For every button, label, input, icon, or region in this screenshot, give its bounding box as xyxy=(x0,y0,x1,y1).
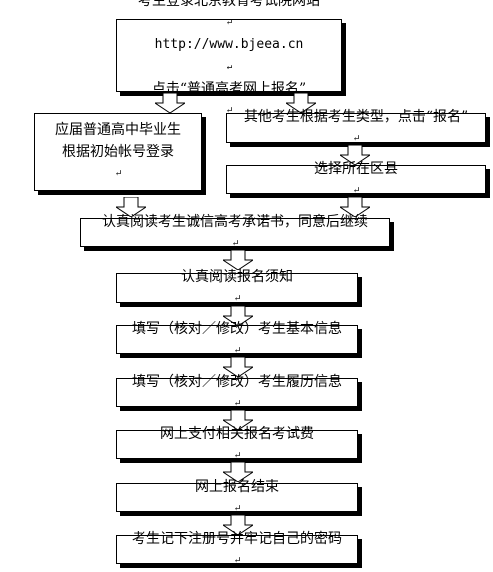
step-select-district-line1: 选择所在区县 xyxy=(314,160,398,177)
step-read-pledge-line1: 认真阅读考生诚信高考承诺书，同意后继续 xyxy=(102,213,368,230)
paragraph-mark: ↵ xyxy=(233,503,242,514)
paragraph-mark: ↵ xyxy=(352,185,361,196)
step-finish: 网上报名结束 ↵ xyxy=(116,479,358,514)
step-login-site-url: http://www.bjeea.cn xyxy=(154,36,304,52)
step-graduate-login: 应届普通高中毕业生 根据初始帐号登录 ↵ xyxy=(34,113,202,191)
step-read-pledge: 认真阅读考生诚信高考承诺书，同意后继续 ↵ xyxy=(80,214,390,249)
step-basic-info: 填写（核对／修改）考生基本信息 ↵ xyxy=(116,321,358,356)
step-resume-info-line1: 填写（核对／修改）考生履历信息 xyxy=(132,373,342,390)
step-read-notice: 认真阅读报名须知 ↵ xyxy=(116,269,358,304)
arrow-down-icon xyxy=(223,250,253,270)
arrow-down-icon xyxy=(223,357,253,377)
step-resume-info: 填写（核对／修改）考生履历信息 ↵ xyxy=(116,374,358,409)
arrow-down-icon xyxy=(286,93,316,113)
arrow-down-icon xyxy=(223,410,253,430)
arrow-down-icon xyxy=(155,93,185,113)
arrow-down-icon xyxy=(340,145,370,165)
paragraph-mark: ↵ xyxy=(231,238,240,249)
step-other-type: 其他考生根据考生类型，点击“报名” ↵ xyxy=(226,109,486,144)
step-read-notice-line1: 认真阅读报名须知 xyxy=(181,269,293,285)
paragraph-mark: ↵ xyxy=(225,17,234,28)
step-login-site-line1: 考生登录北京教育考试院网站 xyxy=(138,0,320,9)
step-basic-info-line1: 填写（核对／修改）考生基本信息 xyxy=(132,320,342,337)
step-select-district: 选择所在区县 ↵ xyxy=(226,161,486,196)
step-login-site-line3: 点击“普通高考网上报名” xyxy=(151,80,307,97)
step-remember-line1: 考生记下注册号并牢记自己的密码 xyxy=(132,530,342,547)
step-graduate-login-line1: 应届普通高中毕业生 xyxy=(55,122,181,138)
paragraph-mark: ↵ xyxy=(233,398,242,409)
paragraph-mark: ↵ xyxy=(225,105,234,116)
paragraph-mark: ↵ xyxy=(233,345,242,356)
arrow-down-icon xyxy=(116,197,146,217)
paragraph-mark: ↵ xyxy=(233,294,242,304)
step-remember: 考生记下注册号并牢记自己的密码 ↵ xyxy=(116,531,358,566)
arrow-down-icon xyxy=(223,306,253,326)
arrow-down-icon xyxy=(340,197,370,217)
step-graduate-login-line2: 根据初始帐号登录 xyxy=(62,144,174,160)
step-login-site: 考生登录北京教育考试院网站 ↵ http://www.bjeea.cn ↵ 点击“普… xyxy=(116,0,342,116)
paragraph-mark: ↵ xyxy=(233,450,242,461)
paragraph-mark: ↵ xyxy=(226,61,233,72)
step-other-type-line1: 其他考生根据考生类型，点击“报名” xyxy=(243,109,469,125)
step-finish-line1: 网上报名结束 xyxy=(195,478,279,495)
paragraph-mark: ↵ xyxy=(352,134,361,144)
arrow-down-icon xyxy=(223,462,253,482)
paragraph-mark: ↵ xyxy=(233,555,242,566)
step-pay-fee: 网上支付相关报名考试费 ↵ xyxy=(116,426,358,461)
arrow-down-icon xyxy=(223,515,253,535)
step-pay-fee-line1: 网上支付相关报名考试费 xyxy=(160,425,314,442)
paragraph-mark: ↵ xyxy=(114,169,123,179)
